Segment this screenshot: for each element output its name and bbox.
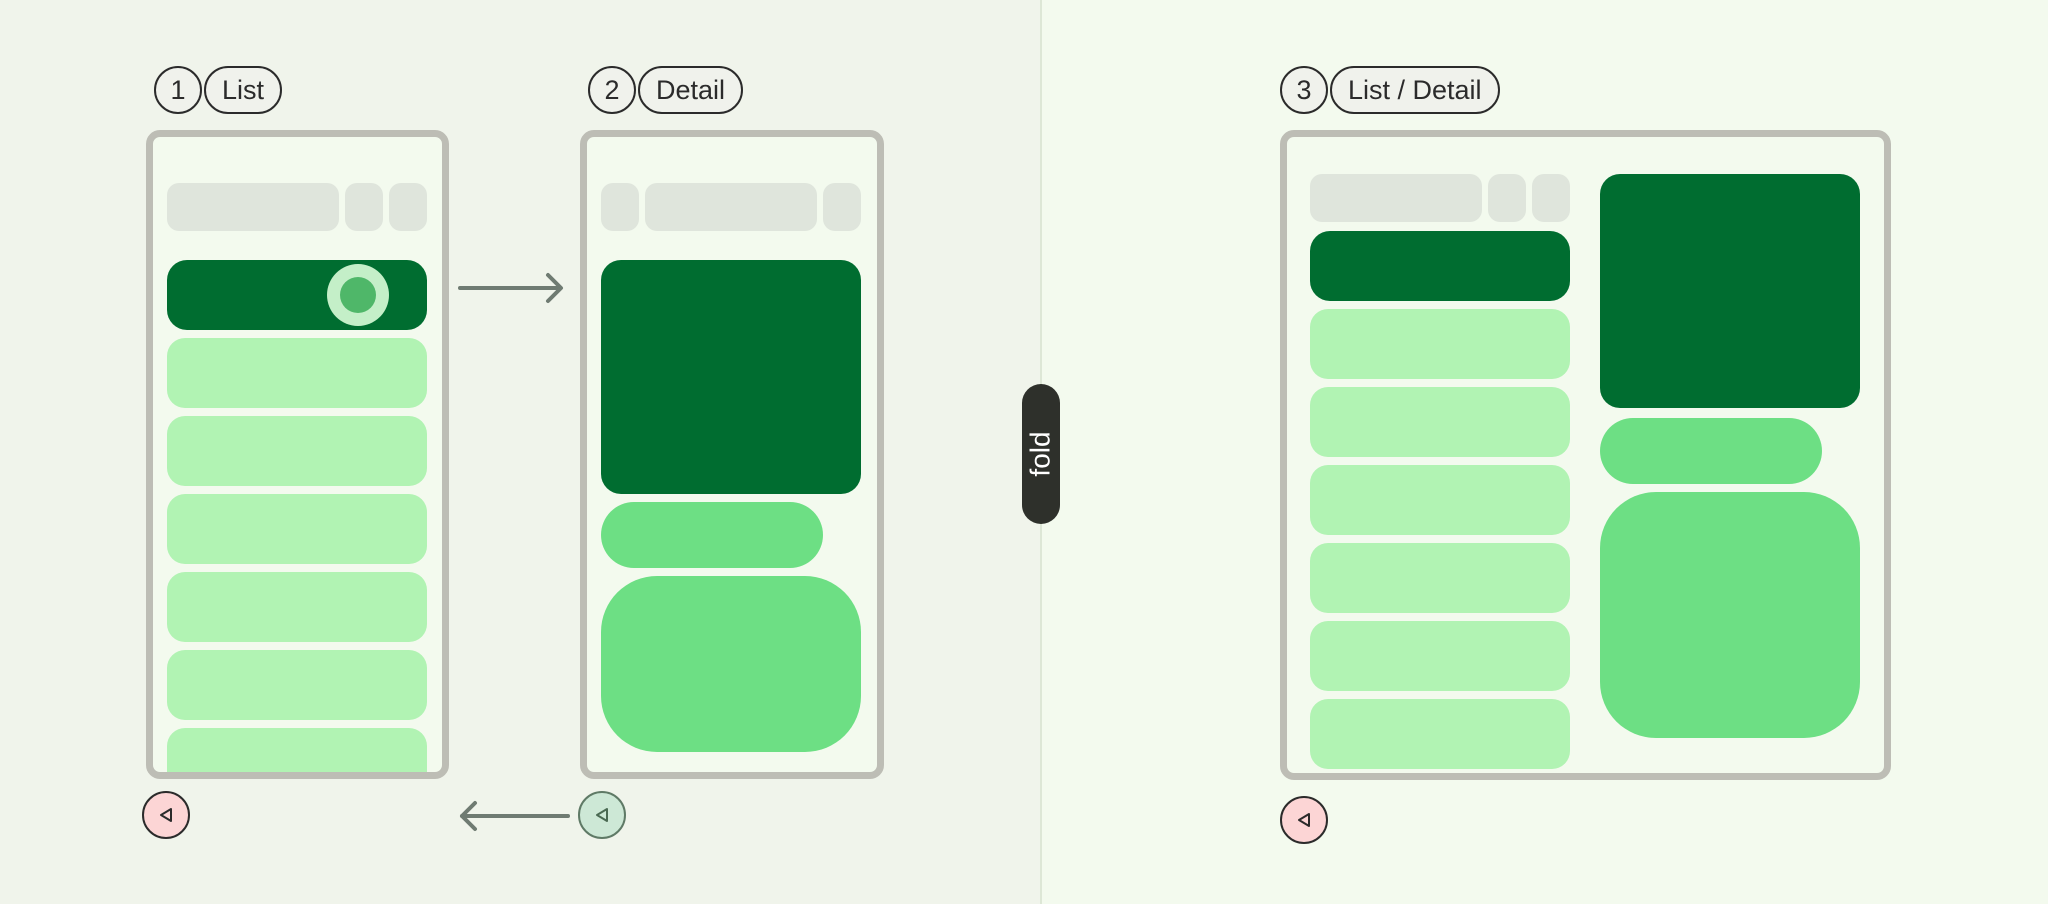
triangle-left-icon (160, 808, 172, 822)
list-item[interactable] (1310, 621, 1570, 691)
list-screen (146, 130, 449, 779)
title-bar-placeholder (645, 183, 817, 231)
step-2-label: 2 Detail (588, 66, 744, 114)
triangle-left-icon (596, 808, 608, 822)
list-item[interactable] (167, 728, 427, 772)
back-action-placeholder (601, 183, 639, 231)
search-bar-placeholder (167, 183, 339, 231)
system-back-button-active[interactable] (578, 791, 626, 839)
detail-body (601, 576, 861, 752)
step-title: Detail (638, 66, 744, 114)
step-number: 3 (1280, 66, 1328, 114)
detail-hero (601, 260, 861, 494)
list-item-selected[interactable] (167, 260, 427, 330)
fold-label: fold (1025, 431, 1056, 477)
list-item[interactable] (167, 338, 427, 408)
list-item[interactable] (167, 572, 427, 642)
step-title: List (204, 66, 283, 114)
detail-chip (1600, 418, 1822, 484)
list-item[interactable] (167, 650, 427, 720)
system-back-button[interactable] (1280, 796, 1328, 844)
system-back-button[interactable] (142, 791, 190, 839)
detail-chip (601, 502, 823, 568)
step-number: 2 (588, 66, 636, 114)
list-item[interactable] (1310, 465, 1570, 535)
step-3-label: 3 List / Detail (1280, 66, 1500, 114)
arrow-right-icon (458, 273, 563, 303)
search-bar-placeholder (1310, 174, 1482, 222)
list-item[interactable] (167, 416, 427, 486)
list-item[interactable] (1310, 309, 1570, 379)
list-detail-screen (1280, 130, 1891, 780)
list-item[interactable] (1310, 543, 1570, 613)
toolbar-action-placeholder (1532, 174, 1570, 222)
list-item[interactable] (1310, 387, 1570, 457)
list-item[interactable] (167, 494, 427, 564)
toolbar-action-placeholder (823, 183, 861, 231)
step-title: List / Detail (1330, 66, 1500, 114)
list-item-selected[interactable] (1310, 231, 1570, 301)
detail-body (1600, 492, 1860, 738)
step-1-label: 1 List (154, 66, 283, 114)
toolbar-action-placeholder (345, 183, 383, 231)
toolbar-action-placeholder (1488, 174, 1526, 222)
detail-screen (580, 130, 884, 779)
detail-hero (1600, 174, 1860, 408)
list-item[interactable] (1310, 699, 1570, 769)
step-number: 1 (154, 66, 202, 114)
touch-indicator-icon (327, 264, 389, 326)
triangle-left-icon (1298, 813, 1310, 827)
toolbar-action-placeholder (389, 183, 427, 231)
arrow-left-icon (460, 801, 570, 831)
fold-indicator: fold (1022, 384, 1060, 524)
